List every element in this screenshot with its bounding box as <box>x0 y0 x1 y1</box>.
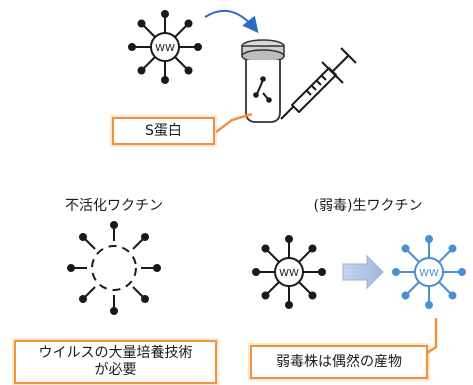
callout-connector-top <box>215 112 253 133</box>
inactivated-virus-icon <box>67 221 161 315</box>
inactivated-note-line2: が必要 <box>94 362 137 378</box>
inactivated-vaccine-title: 不活化ワクチン <box>65 198 163 214</box>
s-protein-box: S蛋白 <box>112 117 215 145</box>
live-virus-icon: WW <box>252 235 326 309</box>
virus-core-text: WW <box>419 268 439 279</box>
inactivated-note-box: ウイルスの大量培養技術 が必要 <box>14 340 217 384</box>
callout-connector-bottom <box>426 318 438 355</box>
live-note-label: 弱毒株は偶然の産物 <box>276 354 402 370</box>
live-note-box: 弱毒株は偶然の産物 <box>250 345 428 379</box>
live-vaccine-title: (弱毒)生ワクチン <box>313 198 423 214</box>
attenuated-virus-icon: WW <box>392 235 466 309</box>
curved-arrow-icon <box>204 9 259 34</box>
gray-arrow-icon <box>342 254 384 290</box>
vial-icon <box>241 39 285 123</box>
syringe-icon <box>280 47 357 120</box>
virus-icon-top: WW <box>128 10 202 84</box>
s-protein-label: S蛋白 <box>145 123 182 139</box>
inactivated-note-line1: ウイルスの大量培養技術 <box>38 345 193 361</box>
virus-core-text: WW <box>279 268 299 279</box>
virus-core-text: WW <box>155 43 175 54</box>
